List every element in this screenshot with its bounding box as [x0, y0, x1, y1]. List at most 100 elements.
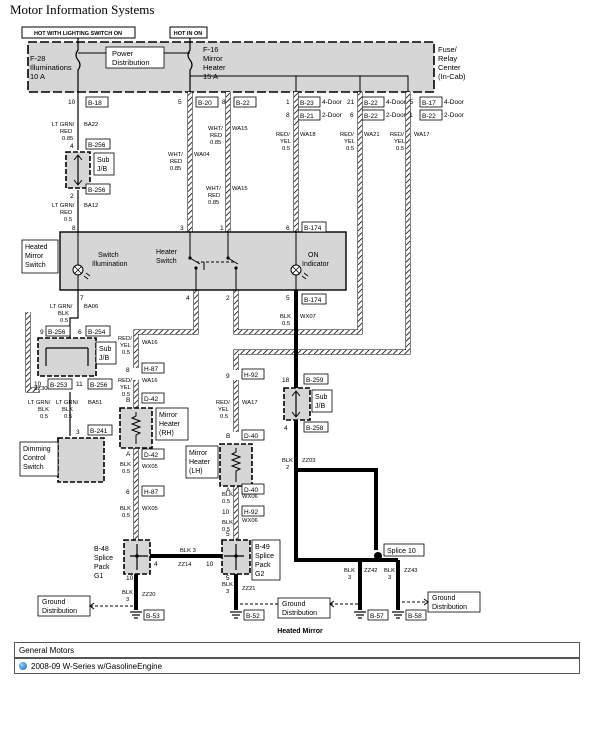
svg-text:WA18: WA18 — [300, 132, 316, 138]
svg-text:LT GRN/: LT GRN/ — [52, 122, 75, 128]
svg-text:Heater: Heater — [203, 63, 226, 72]
svg-text:RED/: RED/ — [216, 400, 230, 406]
wire-label: WHT/ RED 0.85 WA15 — [208, 126, 248, 146]
connector-label: B-17 — [422, 100, 436, 107]
pin: 4 — [186, 295, 190, 302]
ground-icon — [130, 611, 142, 619]
connector-label: B-53 — [146, 613, 160, 620]
door-label: 2-Door — [322, 112, 343, 119]
svg-text:WA16: WA16 — [142, 378, 158, 384]
connector-b53 — [143, 609, 165, 621]
mirror-heater-rh: Mirror Heater (RH) — [119, 407, 189, 449]
connector-b256 — [87, 378, 113, 390]
globe-icon — [19, 662, 27, 670]
connector-d40 — [241, 483, 265, 495]
model-label[interactable]: 2008-09 W-Series w/GasolineEngine — [31, 661, 163, 671]
wire-label: WHT/ RED 0.85 WA15 — [206, 186, 248, 206]
connector-label: H-92 — [244, 509, 258, 516]
connector-label: B-57 — [370, 613, 384, 620]
svg-text:BLK: BLK — [222, 492, 233, 498]
sub-jb-right: Sub J/B — [283, 387, 333, 421]
connector-b259 — [303, 373, 329, 385]
svg-text:Distribution: Distribution — [112, 58, 150, 67]
pin: 4 — [70, 143, 74, 150]
svg-text:0.5: 0.5 — [222, 499, 230, 505]
pin: 21 — [347, 99, 355, 106]
splice-10: Splice 10 — [360, 543, 425, 562]
svg-text:YEL: YEL — [280, 139, 292, 145]
connector-b256 — [45, 325, 71, 337]
power-distribution-label: Power Distribution — [112, 49, 150, 67]
connector-b256 — [85, 138, 111, 150]
svg-text:3: 3 — [126, 597, 129, 603]
svg-text:ZZ03: ZZ03 — [302, 458, 316, 464]
svg-text:WX06: WX06 — [242, 494, 258, 500]
svg-text:Distribution: Distribution — [282, 610, 317, 617]
fuse-f16-symbol — [187, 38, 193, 92]
svg-text:Heater: Heater — [189, 459, 211, 466]
footer-model[interactable]: 2008-09 W-Series w/GasolineEngine — [14, 658, 580, 674]
svg-text:Dimming: Dimming — [23, 446, 51, 453]
footer-make: General Motors — [14, 642, 580, 658]
svg-text:ZZ21: ZZ21 — [242, 586, 256, 592]
pin: 6 — [126, 489, 130, 496]
svg-text:Distribution: Distribution — [42, 608, 77, 615]
wire-label: BLK 3 ZZ20 — [122, 590, 156, 603]
connector-b20 — [195, 96, 219, 108]
ground-symbols — [130, 611, 404, 619]
svg-text:Heater: Heater — [156, 249, 178, 256]
wire-label: BLK 0.5 WX05 — [120, 506, 158, 519]
door-label: 2-Door — [386, 112, 407, 119]
svg-text:3: 3 — [226, 589, 229, 595]
svg-text:ON: ON — [308, 252, 319, 259]
svg-text:YEL: YEL — [394, 139, 406, 145]
svg-text:BLK: BLK — [222, 520, 233, 526]
svg-text:Switch: Switch — [23, 464, 44, 471]
pin: 4 — [154, 561, 158, 568]
connector-label: B-52 — [246, 613, 260, 620]
fuse-relay-center — [27, 41, 435, 93]
pin: 10 — [126, 575, 134, 582]
svg-text:Mirror: Mirror — [159, 412, 178, 419]
connector-label: B-241 — [90, 428, 108, 435]
heated-mirror-wiring-diagram: HOT WITH LIGHTING SWITCH ON HOT IN ON F-… — [19, 26, 481, 635]
door-label: 4-Door — [444, 99, 465, 106]
pin: 5 — [286, 295, 290, 302]
ground-distribution-ref: Ground Distribution — [240, 597, 358, 619]
svg-text:3: 3 — [348, 575, 351, 581]
svg-text:0.5: 0.5 — [60, 318, 68, 324]
svg-text:RED: RED — [208, 193, 220, 199]
svg-text:WA21: WA21 — [364, 132, 380, 138]
svg-text:0.5: 0.5 — [222, 527, 230, 533]
connector-b254 — [85, 325, 111, 337]
banner-hot-with-lighting: HOT WITH LIGHTING SWITCH ON — [21, 26, 136, 39]
connector-label: H-87 — [144, 366, 158, 373]
svg-text:0.85: 0.85 — [62, 136, 73, 142]
svg-text:BA22: BA22 — [84, 122, 98, 128]
svg-text:BLK: BLK — [282, 458, 293, 464]
connector-label: B-258 — [306, 425, 324, 432]
svg-text:0.5: 0.5 — [282, 146, 290, 152]
svg-text:RED/: RED/ — [118, 378, 132, 384]
connector-b256 — [85, 183, 111, 195]
connector-label: D-42 — [144, 396, 158, 403]
svg-text:0.5: 0.5 — [122, 392, 130, 398]
wire-label: LT GRN/ RED 0.5 BA12 — [52, 203, 98, 223]
wire-label: BLK 3 ZZ14 — [178, 548, 196, 568]
svg-text:Fuse/: Fuse/ — [438, 45, 458, 54]
wire-label: RED/ YEL 0.5 WA16 — [118, 336, 158, 356]
svg-text:BLK: BLK — [38, 407, 49, 413]
svg-text:BLK: BLK — [122, 590, 133, 596]
mirror-heater-lh: Mirror Heater (LH) — [185, 443, 253, 487]
heated-mirror-switch — [59, 231, 347, 291]
connector-label: B-21 — [300, 113, 314, 120]
make-label: General Motors — [19, 646, 75, 655]
svg-text:WA04: WA04 — [194, 152, 210, 158]
svg-text:Mirror: Mirror — [25, 253, 44, 260]
diagram-caption: Heated Mirror — [277, 628, 323, 635]
svg-text:0.5: 0.5 — [282, 321, 290, 327]
pin: 10 — [34, 381, 42, 388]
svg-text:BLK 3: BLK 3 — [180, 548, 196, 554]
connector-label: B-253 — [50, 382, 68, 389]
pin: B — [226, 433, 230, 440]
